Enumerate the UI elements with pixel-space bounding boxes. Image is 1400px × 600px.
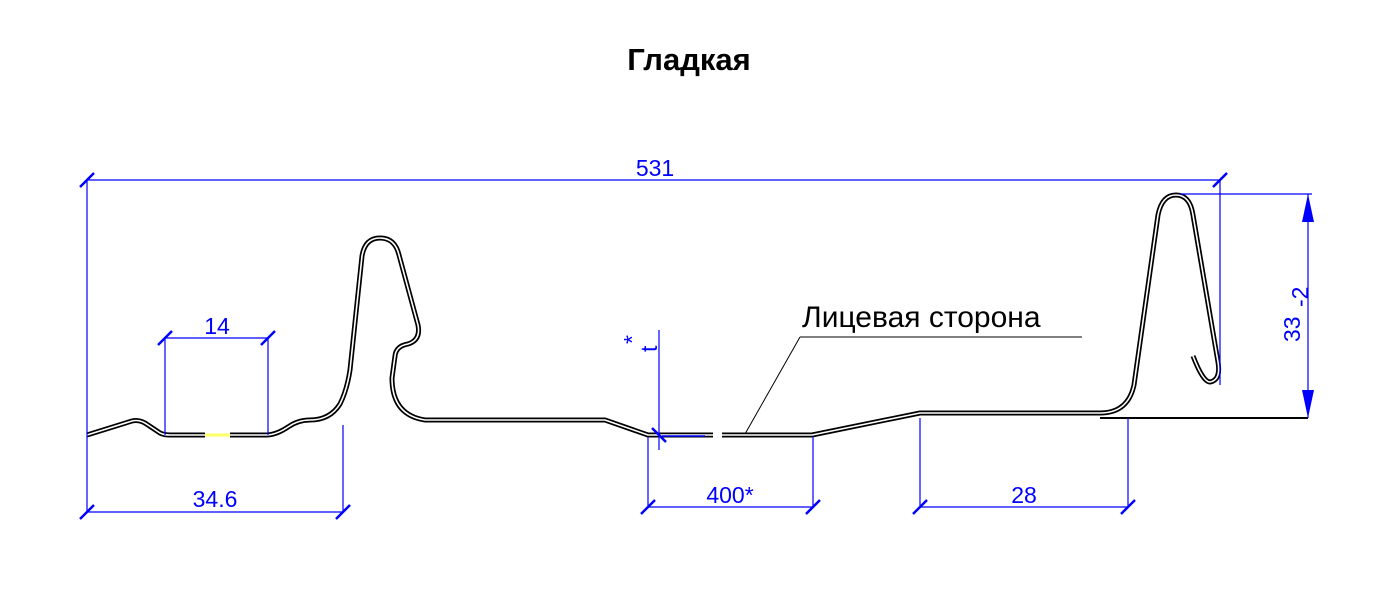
face-side-callout: Лицевая сторона <box>744 301 1082 435</box>
dim-text-t-mark: * <box>619 335 645 344</box>
dim-text-33: 33 <box>1279 316 1305 342</box>
face-side-label: Лицевая сторона <box>802 301 1041 334</box>
dim-rib-spacing: 14 <box>157 313 276 435</box>
dim-text-28: 28 <box>1011 482 1037 508</box>
dim-text-14: 14 <box>204 313 230 339</box>
dim-flat-width: 400* <box>640 437 821 515</box>
panel-profile <box>86 192 1308 438</box>
dim-thickness: t * <box>619 330 705 450</box>
dim-text-tolerance: -2 <box>1287 287 1313 307</box>
dim-text-t: t <box>636 345 662 352</box>
dim-text-34-6: 34.6 <box>193 486 238 512</box>
dim-text-400: 400* <box>706 482 753 508</box>
dim-edge-to-rib: 34.6 <box>79 425 351 520</box>
drawing-title: Гладкая <box>627 42 751 77</box>
dim-text-531: 531 <box>636 155 674 181</box>
dim-height: 33 -2 <box>1180 193 1314 418</box>
dim-lock-flat: 28 <box>912 418 1136 515</box>
dim-overall-width: 531 <box>79 155 1228 435</box>
